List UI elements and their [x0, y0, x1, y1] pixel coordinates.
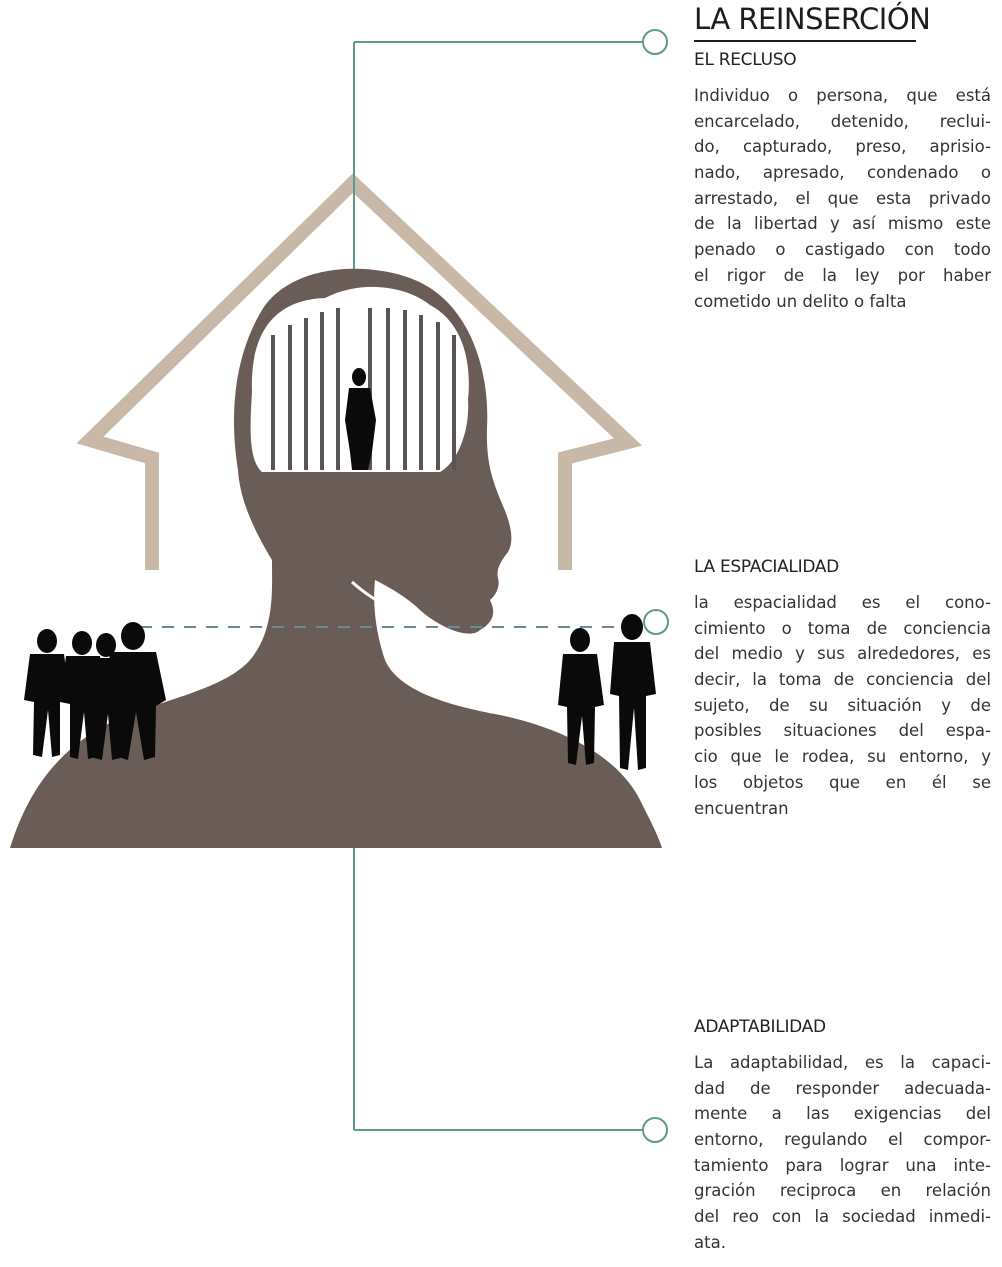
connector-bottom-node-icon	[642, 1117, 668, 1143]
people-group-right	[558, 614, 656, 770]
text-line: encuentran	[694, 798, 789, 818]
text-line: sujeto, de su situación y de	[694, 695, 991, 715]
prisoner-figure	[345, 368, 376, 470]
text-line: cio que le rodea, su entorno, y	[694, 747, 991, 767]
text-line: nado, apresado, condenado o	[694, 163, 991, 183]
text-line: ata.	[694, 1232, 726, 1252]
text-line: encarcelado, detenido, reclui-	[694, 111, 991, 131]
jaw-crease	[350, 580, 419, 618]
text-line: penado o castigado con todo	[694, 240, 991, 260]
text-line: do, capturado, preso, aprisio-	[694, 137, 991, 157]
text-line: arrestado, el que esta privado	[694, 188, 991, 208]
text-la-espacialidad: la espacialidad es el cono- cimiento o t…	[694, 590, 991, 821]
page-title: LA REINSERCIÓN	[694, 2, 931, 36]
text-line: gración reciproca en relación	[694, 1181, 991, 1201]
text-line: mente a las exigencias del	[694, 1104, 991, 1124]
text-line: posibles situaciones del espa-	[694, 721, 991, 741]
connector-middle-node-icon	[643, 609, 669, 635]
text-line: la espacialidad es el cono-	[694, 593, 991, 612]
text-line: tamiento para lograr una inte-	[694, 1155, 991, 1175]
text-line: La adaptabilidad, es la capaci-	[694, 1053, 991, 1072]
text-line: cimiento o toma de conciencia	[694, 618, 991, 638]
text-line: entorno, regulando el compor-	[694, 1130, 991, 1150]
text-line: del medio y sus alrededores, es	[694, 644, 991, 664]
text-line: el rigor de la ley por haber	[694, 265, 991, 285]
text-line: Individuo o persona, que está	[694, 86, 991, 105]
text-line: los objetos que en él se	[694, 772, 991, 792]
text-line: cometido un delito o falta	[694, 291, 907, 311]
text-line: de la libertad y así mismo este	[694, 214, 991, 234]
people-group-left	[24, 622, 166, 760]
head-silhouette	[10, 268, 662, 848]
text-adaptabilidad: La adaptabilidad, es la capaci- dad de r…	[694, 1050, 991, 1256]
text-line: del reo con la sociedad inmedi-	[694, 1207, 991, 1227]
connector-top-node-icon	[642, 29, 668, 55]
heading-adaptabilidad: ADAPTABILIDAD	[694, 1017, 826, 1037]
heading-el-recluso: EL RECLUSO	[694, 50, 797, 70]
text-line: decir, la toma de conciencia del	[694, 670, 991, 690]
title-underline	[694, 40, 916, 42]
text-el-recluso: Individuo o persona, que está encarcelad…	[694, 83, 991, 314]
heading-la-espacialidad: LA ESPACIALIDAD	[694, 557, 839, 577]
text-line: dad de responder adecuada-	[694, 1078, 991, 1098]
